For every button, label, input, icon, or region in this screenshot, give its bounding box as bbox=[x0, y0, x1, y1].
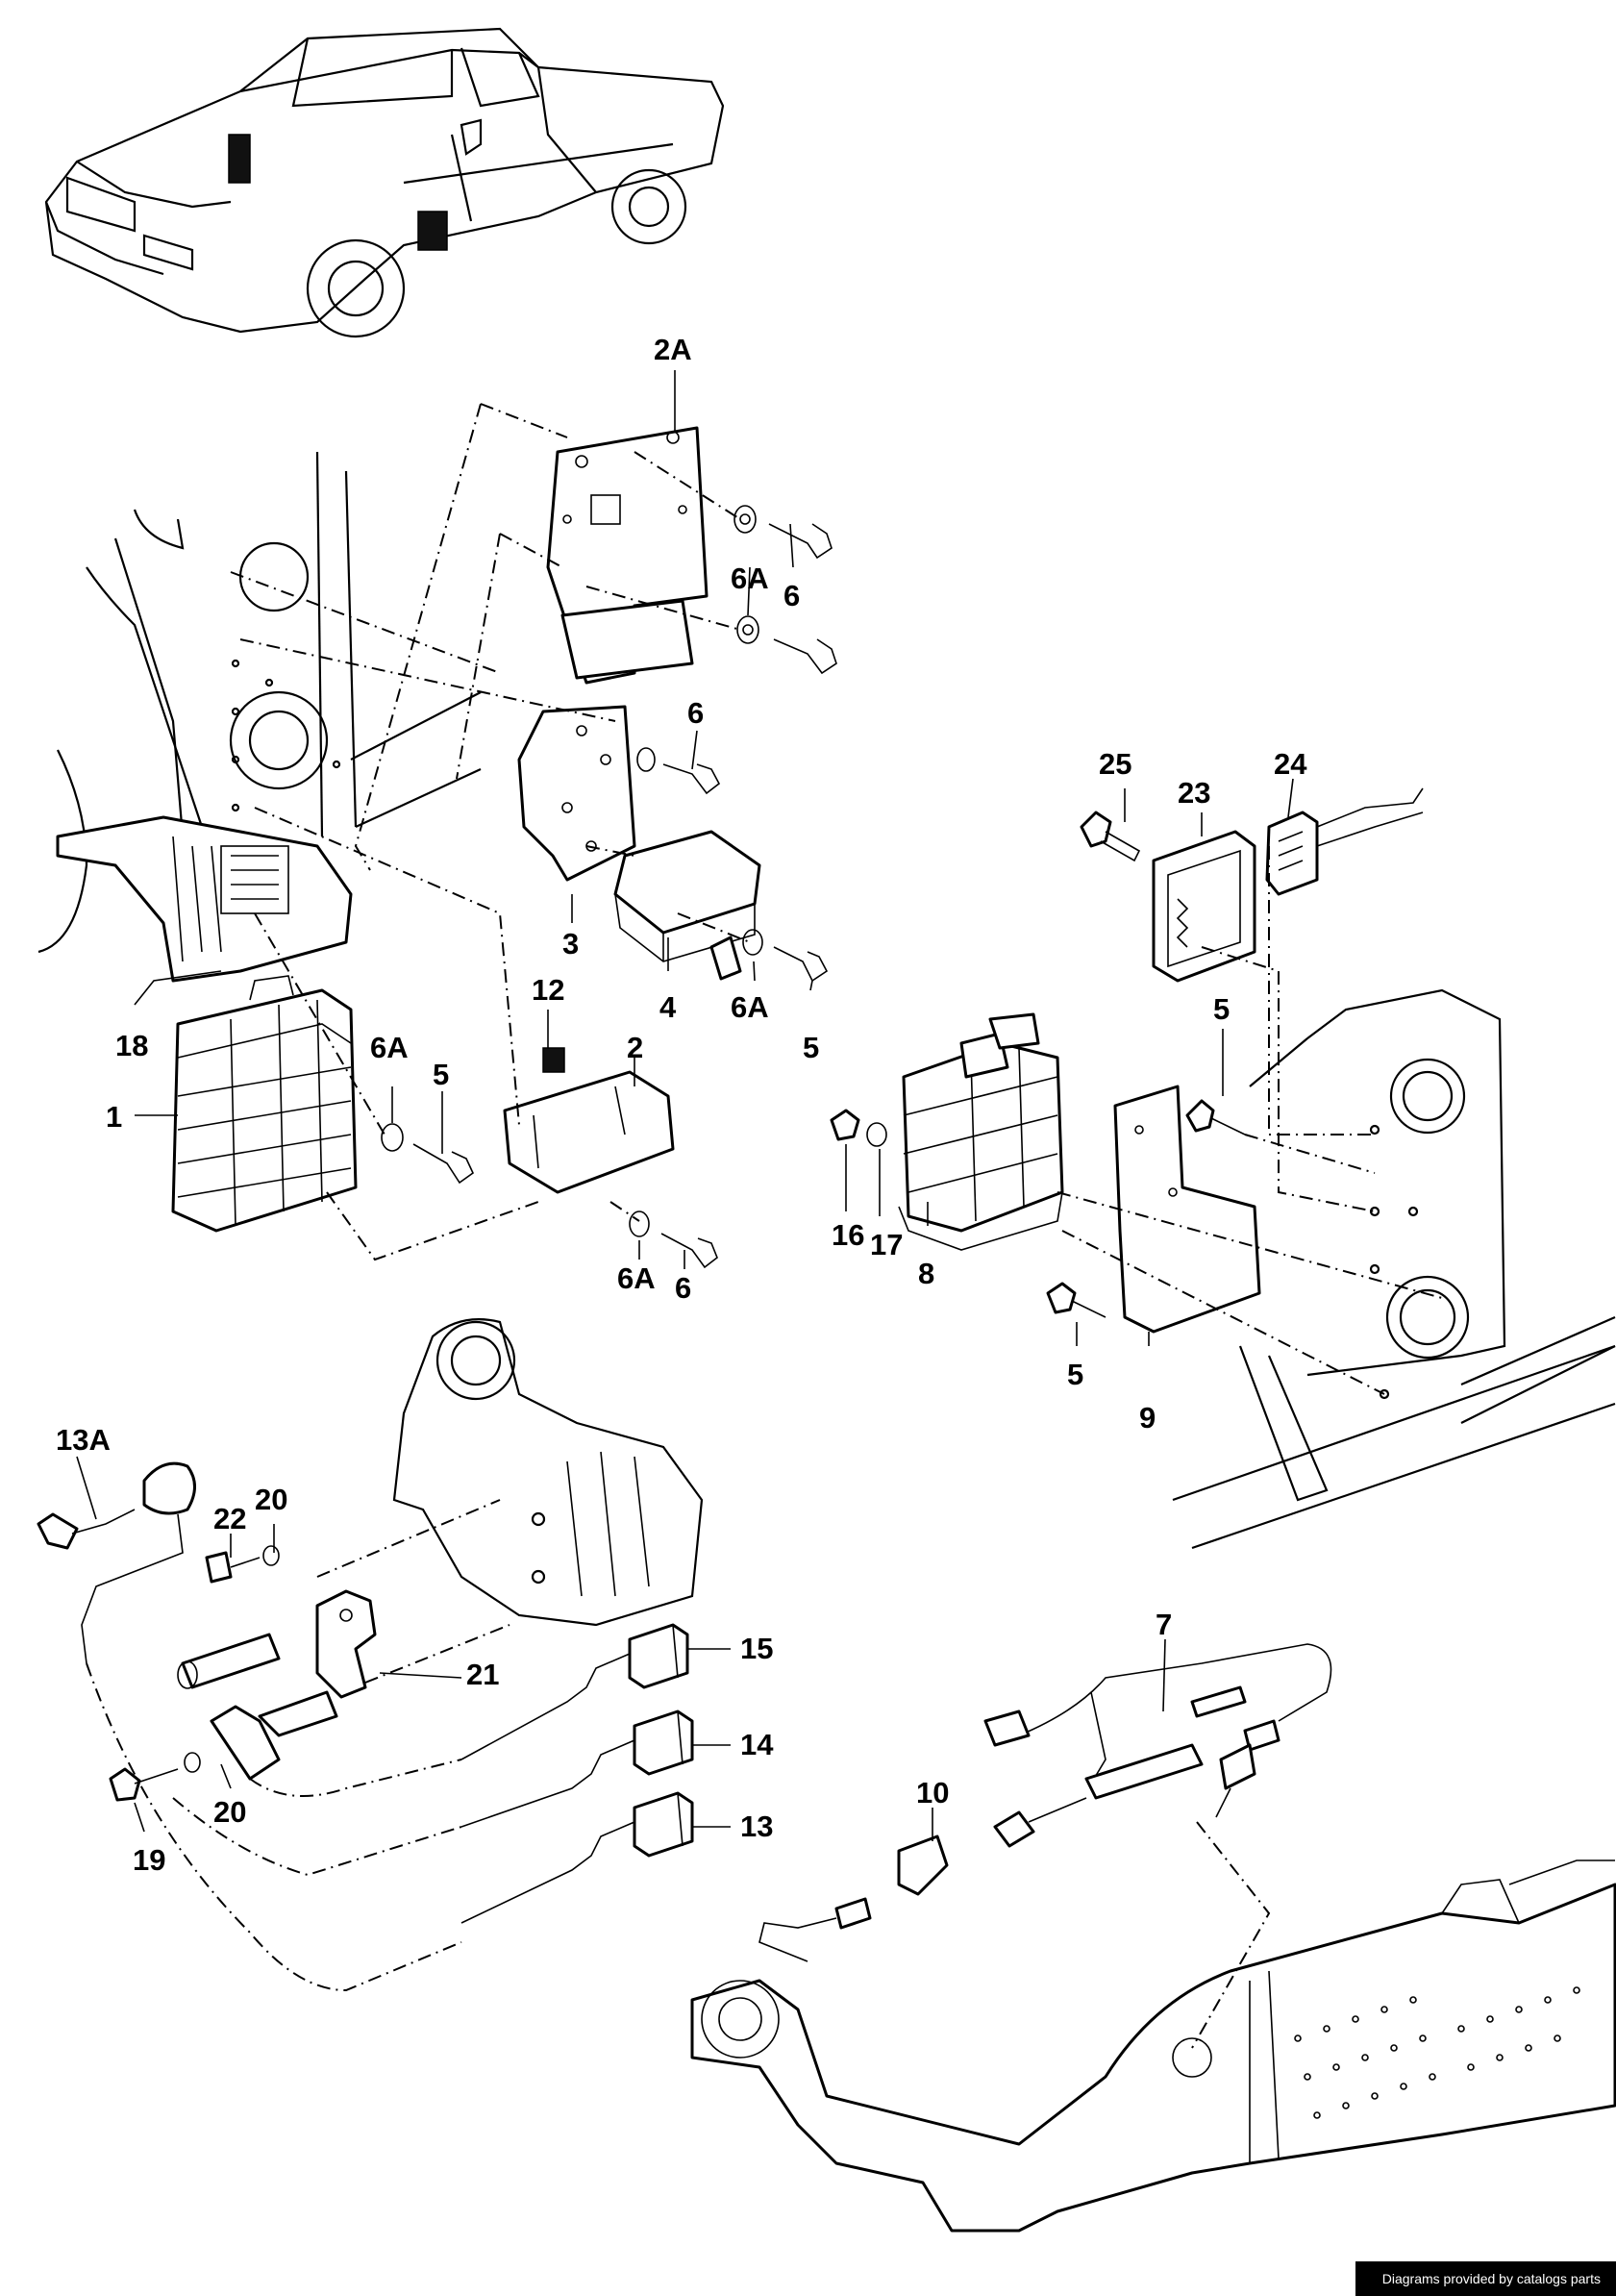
control-unit-8 bbox=[898, 1012, 1064, 1251]
label-6: 6 bbox=[783, 579, 800, 612]
wiring-lower-left bbox=[86, 1499, 510, 1992]
bracket-3 bbox=[517, 705, 636, 882]
control-unit-23 bbox=[1152, 830, 1256, 983]
label-17: 17 bbox=[870, 1228, 903, 1261]
harness-18 bbox=[56, 815, 353, 983]
label-1: 1 bbox=[106, 1100, 122, 1134]
label-9: 9 bbox=[1139, 1401, 1156, 1435]
label-7: 7 bbox=[1156, 1608, 1172, 1641]
label-16: 16 bbox=[832, 1218, 864, 1252]
car-illustration bbox=[44, 27, 725, 338]
sensor-21 bbox=[177, 1545, 377, 1699]
bracket-2A bbox=[546, 426, 709, 685]
label-12: 12 bbox=[532, 973, 564, 1007]
label-6A: 6A bbox=[617, 1261, 656, 1295]
bolts-right bbox=[830, 811, 1246, 1318]
label-13A: 13A bbox=[56, 1423, 111, 1457]
label-6: 6 bbox=[687, 696, 704, 730]
bracket-9 bbox=[1113, 1085, 1261, 1334]
label-2: 2 bbox=[627, 1031, 643, 1064]
label-21: 21 bbox=[466, 1658, 499, 1691]
sensor-10 bbox=[758, 1834, 949, 1962]
label-6: 6 bbox=[675, 1271, 691, 1305]
label-13: 13 bbox=[740, 1809, 773, 1843]
oxygen-sensor-7 bbox=[983, 1643, 1332, 1848]
label-5: 5 bbox=[1213, 992, 1230, 1026]
label-25: 25 bbox=[1099, 747, 1131, 781]
relay-4 bbox=[613, 830, 761, 981]
bracket-2 bbox=[503, 1047, 675, 1194]
right-body-panel bbox=[1172, 988, 1616, 1550]
label-20: 20 bbox=[255, 1483, 287, 1516]
part-labels: 2A 6A 6 6 3 4 6A 5 12 2 18 6A 5 1 6A 6 2… bbox=[56, 333, 1307, 1877]
label-6A: 6A bbox=[731, 562, 769, 595]
label-10: 10 bbox=[916, 1776, 949, 1809]
label-23: 23 bbox=[1178, 776, 1210, 810]
connectors-13-14-15 bbox=[460, 1623, 694, 1924]
label-14: 14 bbox=[740, 1728, 774, 1761]
label-24: 24 bbox=[1274, 747, 1307, 781]
connector-24 bbox=[1265, 787, 1424, 896]
sensor-19-20 bbox=[109, 1690, 338, 1802]
label-3: 3 bbox=[562, 927, 579, 961]
label-5: 5 bbox=[1067, 1358, 1083, 1391]
bolts-upper bbox=[381, 505, 837, 1269]
label-6A: 6A bbox=[731, 990, 769, 1024]
assembly-line-exhaust bbox=[1191, 1821, 1271, 2049]
label-4: 4 bbox=[659, 990, 677, 1024]
label-2A: 2A bbox=[654, 333, 692, 366]
leader-lines bbox=[76, 370, 1294, 1841]
label-20: 20 bbox=[213, 1795, 246, 1829]
assembly-lines-right bbox=[1057, 846, 1443, 1395]
knock-sensor-13A bbox=[37, 1461, 196, 1664]
label-19: 19 bbox=[133, 1843, 165, 1877]
label-15: 15 bbox=[740, 1632, 773, 1665]
catalytic-converter bbox=[690, 1859, 1616, 2233]
label-18: 18 bbox=[115, 1029, 148, 1062]
control-unit-1 bbox=[171, 975, 358, 1233]
label-5: 5 bbox=[433, 1058, 449, 1091]
assembly-lines-upper bbox=[230, 403, 751, 1261]
engine-block bbox=[392, 1318, 704, 1627]
label-22: 22 bbox=[213, 1502, 246, 1535]
label-5: 5 bbox=[803, 1031, 819, 1064]
attribution-footer: Diagrams provided by catalogs parts bbox=[1355, 2261, 1616, 2296]
label-8: 8 bbox=[918, 1257, 934, 1290]
label-6A: 6A bbox=[370, 1031, 409, 1064]
bulkhead-panel bbox=[37, 451, 482, 954]
